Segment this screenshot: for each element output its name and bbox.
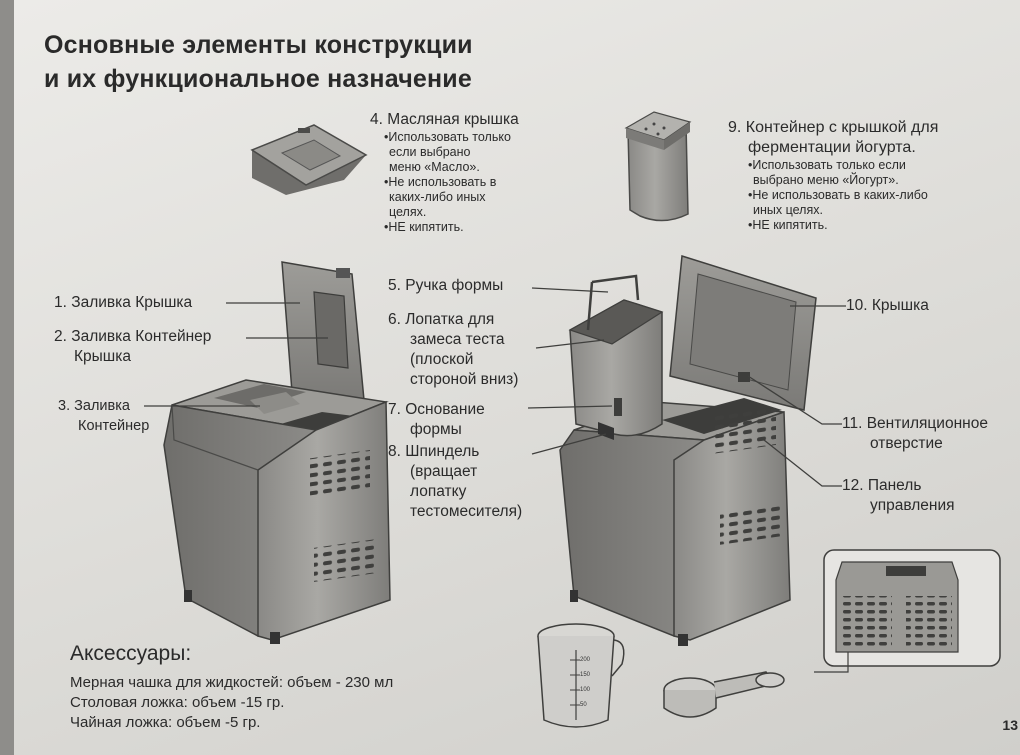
- label-part-8-line-2: (вращает: [410, 463, 478, 480]
- label-part-3: 3. Заливка Контейнер: [58, 396, 149, 436]
- illustrations: [144, 111, 1001, 728]
- label-part-8-line-1: 8. Шпиндель: [388, 443, 480, 460]
- label-part-5: 5. Ручка формы: [388, 277, 504, 294]
- note-line: если выбрано: [389, 145, 471, 159]
- title-line-2: и их функциональное назначение: [44, 65, 472, 93]
- label-part-10: 10. Крышка: [846, 297, 929, 314]
- label-part-6: 6. Лопатка для замеса теста (плоской сто…: [388, 310, 518, 390]
- label-part-6-line-4: стороной вниз): [410, 371, 519, 388]
- leader-lines: [144, 287, 846, 487]
- note-line: меню «Масло».: [389, 160, 480, 174]
- label-part-7: 7. Основание формы: [388, 400, 485, 440]
- label-part-9: 9. Контейнер с крышкой для ферментации й…: [728, 118, 938, 233]
- label-part-4-notes: •Использовать только если выбрано меню «…: [370, 130, 519, 235]
- cup-mark: 150: [580, 672, 591, 678]
- note-line: иных целях.: [753, 203, 823, 217]
- label-part-2: 2. Заливка Контейнер Крышка: [54, 327, 211, 367]
- yogurt-container-illustration: [624, 111, 692, 222]
- note-line: целях.: [389, 205, 427, 219]
- label-part-7-line-1: 7. Основание: [388, 401, 485, 418]
- label-part-11-line-1: 11. Вентиляционное: [842, 415, 988, 432]
- label-part-6-line-2: замеса теста: [410, 331, 505, 348]
- measuring-cup-illustration: [537, 623, 625, 728]
- page-number: 13: [1002, 717, 1018, 733]
- accessory-item: Столовая ложка: объем -15 гр.: [70, 694, 285, 711]
- label-part-4-title: 4. Масляная крышка: [370, 111, 519, 128]
- label-part-9-notes: •Использовать только если выбрано меню «…: [728, 158, 938, 233]
- note-line: каких-либо иных: [389, 190, 486, 204]
- label-part-2-line-2: Крышка: [74, 348, 131, 365]
- label-part-9-line-1: 9. Контейнер с крышкой для: [728, 119, 939, 136]
- butter-lid-illustration: [250, 124, 368, 195]
- cup-scale-labels: 200 150 100 50: [580, 653, 590, 713]
- label-part-12: 12. Панель управления: [842, 476, 955, 516]
- label-part-11: 11. Вентиляционное отверстие: [842, 414, 988, 454]
- note-line: выбрано меню «Йогурт».: [753, 173, 899, 187]
- label-part-4: 4. Масляная крышка •Использовать только …: [370, 110, 519, 235]
- label-part-12-line-1: 12. Панель: [842, 477, 922, 494]
- label-part-8: 8. Шпиндель (вращает лопатку тестомесите…: [388, 442, 522, 522]
- note-line: •Не использовать в каких-либо: [748, 188, 928, 202]
- label-part-8-line-4: тестомесителя): [410, 503, 523, 520]
- label-part-12-line-2: управления: [870, 497, 955, 514]
- accessory-item: Чайная ложка: объем -5 гр.: [70, 714, 261, 731]
- cup-mark: 50: [580, 702, 587, 708]
- bread-maker-open-lid-illustration: [163, 261, 391, 644]
- label-part-9-line-2: ферментации йогурта.: [748, 139, 916, 156]
- label-part-2-line-1: 2. Заливка Контейнер: [54, 328, 212, 345]
- note-line: •НЕ кипятить.: [384, 220, 464, 234]
- label-part-6-line-3: (плоской: [410, 351, 474, 368]
- back-view-inset: [814, 549, 1001, 673]
- bread-maker-with-pan-illustration: [559, 255, 817, 646]
- accessories-title: Аксессуары:: [70, 642, 192, 665]
- accessory-item: Мерная чашка для жидкостей: объем - 230 …: [70, 674, 394, 691]
- title-line-1: Основные элементы конструкции: [44, 31, 473, 59]
- manual-page: Основные элементы конструкции и их функц…: [14, 0, 1020, 755]
- note-line: •НЕ кипятить.: [748, 218, 828, 232]
- cup-mark: 200: [580, 657, 591, 663]
- label-part-3-line-2: Контейнер: [78, 418, 150, 434]
- label-part-3-line-1: 3. Заливка: [58, 398, 130, 414]
- note-line: •Использовать только если: [748, 158, 906, 172]
- measuring-spoon-illustration: [663, 671, 785, 718]
- note-line: •Не использовать в: [384, 175, 497, 189]
- label-part-7-line-2: формы: [410, 421, 462, 438]
- cup-mark: 100: [580, 687, 591, 693]
- label-part-6-line-1: 6. Лопатка для: [388, 311, 495, 328]
- label-part-11-line-2: отверстие: [870, 435, 943, 452]
- label-part-8-line-3: лопатку: [410, 483, 467, 500]
- page-title: Основные элементы конструкции и их функц…: [44, 28, 473, 96]
- note-line: •Использовать только: [384, 130, 511, 144]
- label-part-1: 1. Заливка Крышка: [54, 294, 193, 311]
